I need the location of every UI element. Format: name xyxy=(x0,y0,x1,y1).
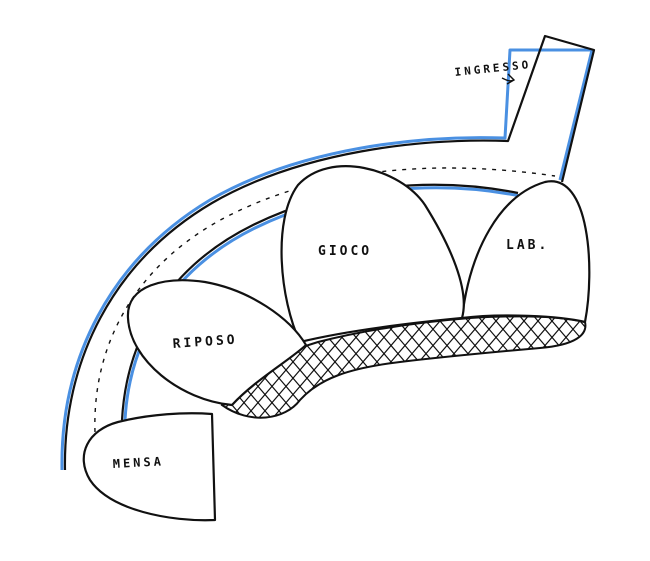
hatch-stroke xyxy=(575,316,586,418)
hatch-stroke xyxy=(547,316,586,418)
room-play-label: GIOCO xyxy=(318,244,372,259)
hatch-stroke xyxy=(533,316,586,418)
hatch-stroke xyxy=(561,316,586,418)
room-play: GIOCO xyxy=(280,165,465,344)
hatch-stroke xyxy=(575,316,586,418)
entrance-arrow-icon xyxy=(501,73,516,85)
corridor-outer-accent xyxy=(60,48,594,471)
room-lab-label: LAB. xyxy=(506,238,549,253)
room-canteen: MENSA xyxy=(82,412,217,522)
room-rest-label: RIPOSO xyxy=(172,332,238,351)
hatched-area-outline xyxy=(220,315,587,419)
room-lab-shape xyxy=(460,180,591,324)
room-canteen-shape xyxy=(82,412,217,522)
walking-route-dashed xyxy=(94,167,556,433)
room-rest: RIPOSO xyxy=(126,279,308,407)
hatch-stroke xyxy=(222,316,277,418)
entrance-marker: INGRESSO xyxy=(454,58,532,85)
entrance-label: INGRESSO xyxy=(454,58,532,79)
room-lab: LAB. xyxy=(460,180,591,324)
room-play-shape xyxy=(280,165,465,344)
room-canteen-label: MENSA xyxy=(112,454,164,471)
corridor-outer-edge xyxy=(63,34,596,471)
room-rest-shape xyxy=(126,279,308,407)
